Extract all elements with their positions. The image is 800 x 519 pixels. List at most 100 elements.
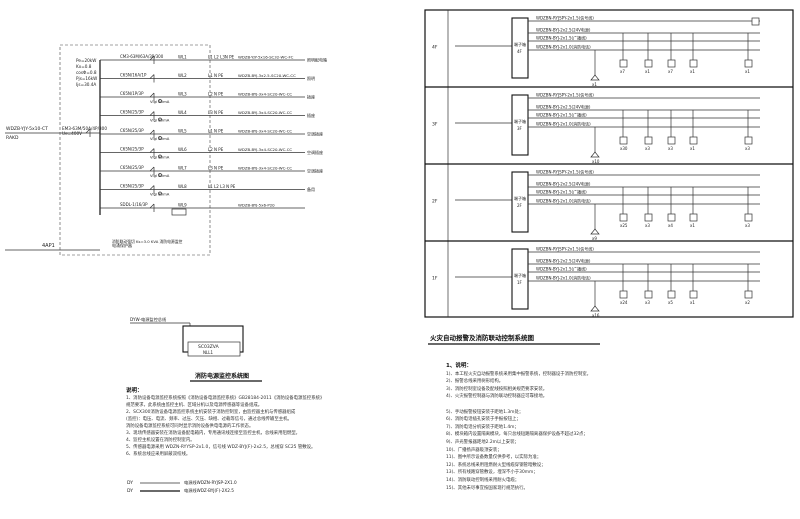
terminal-box-sub: 4F — [517, 49, 523, 54]
cable-spec: WDZB-BYJ-3x4-SC20-WC-CC — [238, 92, 292, 97]
load-label: 空调插座 — [307, 131, 323, 137]
device-count: x4 — [668, 223, 673, 228]
alarm-device — [644, 136, 653, 145]
circuit-id: WL1 — [178, 55, 187, 60]
left-notes-title: 说明： — [126, 388, 143, 394]
alarm-device — [689, 290, 698, 299]
rcd-symbol — [158, 173, 162, 177]
rcd-label: Vigi 30mA — [150, 155, 170, 160]
device-count: x24 — [620, 300, 628, 305]
left-note-line: 4、监控主机设置在消防控制室内。 — [126, 438, 195, 443]
device-count: x1 — [690, 300, 695, 305]
monitor-cable-label: DYW-电源监控总线 — [130, 316, 167, 323]
fire-system-title: 火灾自动报警及消防联动控制系统图 — [430, 333, 535, 342]
phone-icon — [590, 151, 600, 158]
terminal-box — [511, 17, 529, 79]
top-module — [751, 17, 760, 26]
rcd-label: Vigi 30mA — [150, 136, 170, 141]
device-count: x1 — [690, 69, 695, 74]
alarm-device — [619, 136, 628, 145]
alarm-device — [744, 290, 753, 299]
bus-label: WDZBN-BYJ-2x2.5(24V电源) — [536, 27, 591, 33]
monitor-device-label: SC03ZVA — [198, 344, 220, 350]
bus-label: WDZBN-BYJ-2x1.5(广播线) — [536, 189, 587, 195]
distribution-panel-diagram: WDZB-YJY-5x10-CT RAKD EM3-63M/50A/4P/300… — [5, 44, 327, 256]
terminal-box-label: 端子箱 — [514, 272, 526, 278]
bus-label: WDZBN-BYJ-2x1.5(广播线) — [536, 112, 587, 118]
floor-section: 2F端子箱2FWDZBN-RYJSPY-2x1.5(信号线)WDZBN-BYJ-… — [425, 163, 793, 241]
device-count: x3 — [645, 146, 650, 151]
alarm-device — [619, 59, 628, 68]
device-count: x1 — [690, 146, 695, 151]
bus-label: WDZBN-BYJ-2x1.0(消防电话) — [536, 275, 591, 281]
alarm-device — [744, 59, 753, 68]
device-count: x5 — [668, 300, 673, 305]
phase-label: L2 N PE — [208, 92, 224, 97]
phone-icon — [590, 228, 600, 235]
device-count: x25 — [620, 223, 628, 228]
floor-level: 4F — [432, 45, 438, 51]
alarm-device — [619, 290, 628, 299]
fire-note-line: 14)、消防联动控制线采用耐火电缆； — [446, 477, 520, 483]
left-note-line: 消防设备电源监控系统可同时显示消防设备供电电源的工作状态。 — [126, 424, 254, 429]
terminal-box-sub: 1F — [517, 280, 523, 285]
alarm-device — [644, 59, 653, 68]
phase-label: L1 N PE — [208, 73, 224, 78]
phase-label: L1 L2 L3N PE — [208, 55, 235, 60]
phase-label: L1 L2 L3 N PE — [208, 184, 236, 189]
bus-label: WDZBN-BYJ-2x1.5(广播线) — [536, 35, 587, 41]
terminal-box-sub: 3F — [517, 126, 523, 131]
breaker-symbol — [149, 111, 155, 120]
left-notes: 说明： 1、消防设备电源监控系统按照《消防设备电源监控系统》GB28184-20… — [126, 388, 376, 458]
phase-label: L3 N PE — [208, 166, 224, 171]
panel-boundary — [59, 44, 211, 256]
fire-notes: 1、说明： 1)、本工程火灾自动报警系统采用集中报警系统，控制器设于消防控制室。… — [446, 363, 746, 492]
incoming-note: RAKD — [6, 135, 19, 141]
breaker-label: C65N/25/3P — [120, 128, 144, 133]
floor-section: 3F端子箱3FWDZBN-RYJSPY-2x1.5(信号线)WDZBN-BYJ-… — [425, 86, 793, 164]
load-label: 插座 — [307, 112, 315, 118]
phase-label: L1 N PE — [208, 129, 224, 134]
load-label: 照明配电箱 — [307, 57, 327, 63]
left-note-line: 规范要求，此系统由监控主机、区域分机以及电源传感器等设备组成。 — [126, 403, 263, 408]
circuit-id: WL3 — [178, 92, 187, 97]
breaker-label: C65N/25/3P — [120, 165, 144, 170]
fire-note-line: 2)、报警总线采用树形结构。 — [446, 379, 504, 385]
panel-param: Ijs=30.4A — [76, 82, 96, 87]
load-label: 插座 — [307, 94, 315, 100]
rcd-label: Vigi 30mA — [150, 118, 170, 123]
monitor-device-box — [187, 341, 241, 357]
left-note-line: 1、消防设备电源监控系统按照《消防设备电源监控系统》GB28184-2011《消… — [126, 396, 325, 401]
fire-note-line: 1)、本工程火灾自动报警系统采用集中报警系统，控制器设于消防控制室。 — [446, 371, 592, 377]
bus-label: WDZBN-BYJ-2x2.5(24V电源) — [536, 181, 591, 187]
rcd-label: Vigi 30mA — [150, 99, 170, 104]
alarm-device — [689, 59, 698, 68]
left-note-line: 5、传感器电源采用 WDZN-RYYSP-2x1.0，信号线 WDZ-BYJ(F… — [126, 445, 316, 450]
fire-note-line: 8)、模块箱内设置隔离模块，每只总线短路隔离器保护设备不超过32点； — [446, 432, 588, 438]
breaker-symbol — [149, 148, 155, 157]
fire-note-line: 4)、火灾报警控制器与消防联动控制器应可靠接地。 — [446, 394, 548, 400]
bus-label: WDZBN-RYJSPY-2x1.5(信号线) — [536, 15, 594, 21]
incoming-cable-label: WDZB-YJY-5x10-CT — [6, 126, 48, 132]
phone-count: x16 — [592, 313, 600, 318]
rcd-label: Vigi 30mA — [150, 192, 170, 197]
device-count: x3 — [745, 223, 750, 228]
monitor-module — [171, 208, 187, 216]
terminal-box — [511, 171, 529, 233]
alarm-device — [744, 136, 753, 145]
left-note-line: 2、SCX300消防设备电源监控系统主机安装于消防控制室，由监控器主机与传感器组… — [126, 410, 296, 415]
alarm-device — [619, 213, 628, 222]
rcd-symbol — [158, 99, 162, 103]
phone-count: x9 — [592, 236, 597, 241]
terminal-box — [511, 94, 529, 156]
surge-label: 电涌保护器 — [112, 242, 132, 248]
panel-param: cosΦ=0.8 — [76, 70, 97, 75]
